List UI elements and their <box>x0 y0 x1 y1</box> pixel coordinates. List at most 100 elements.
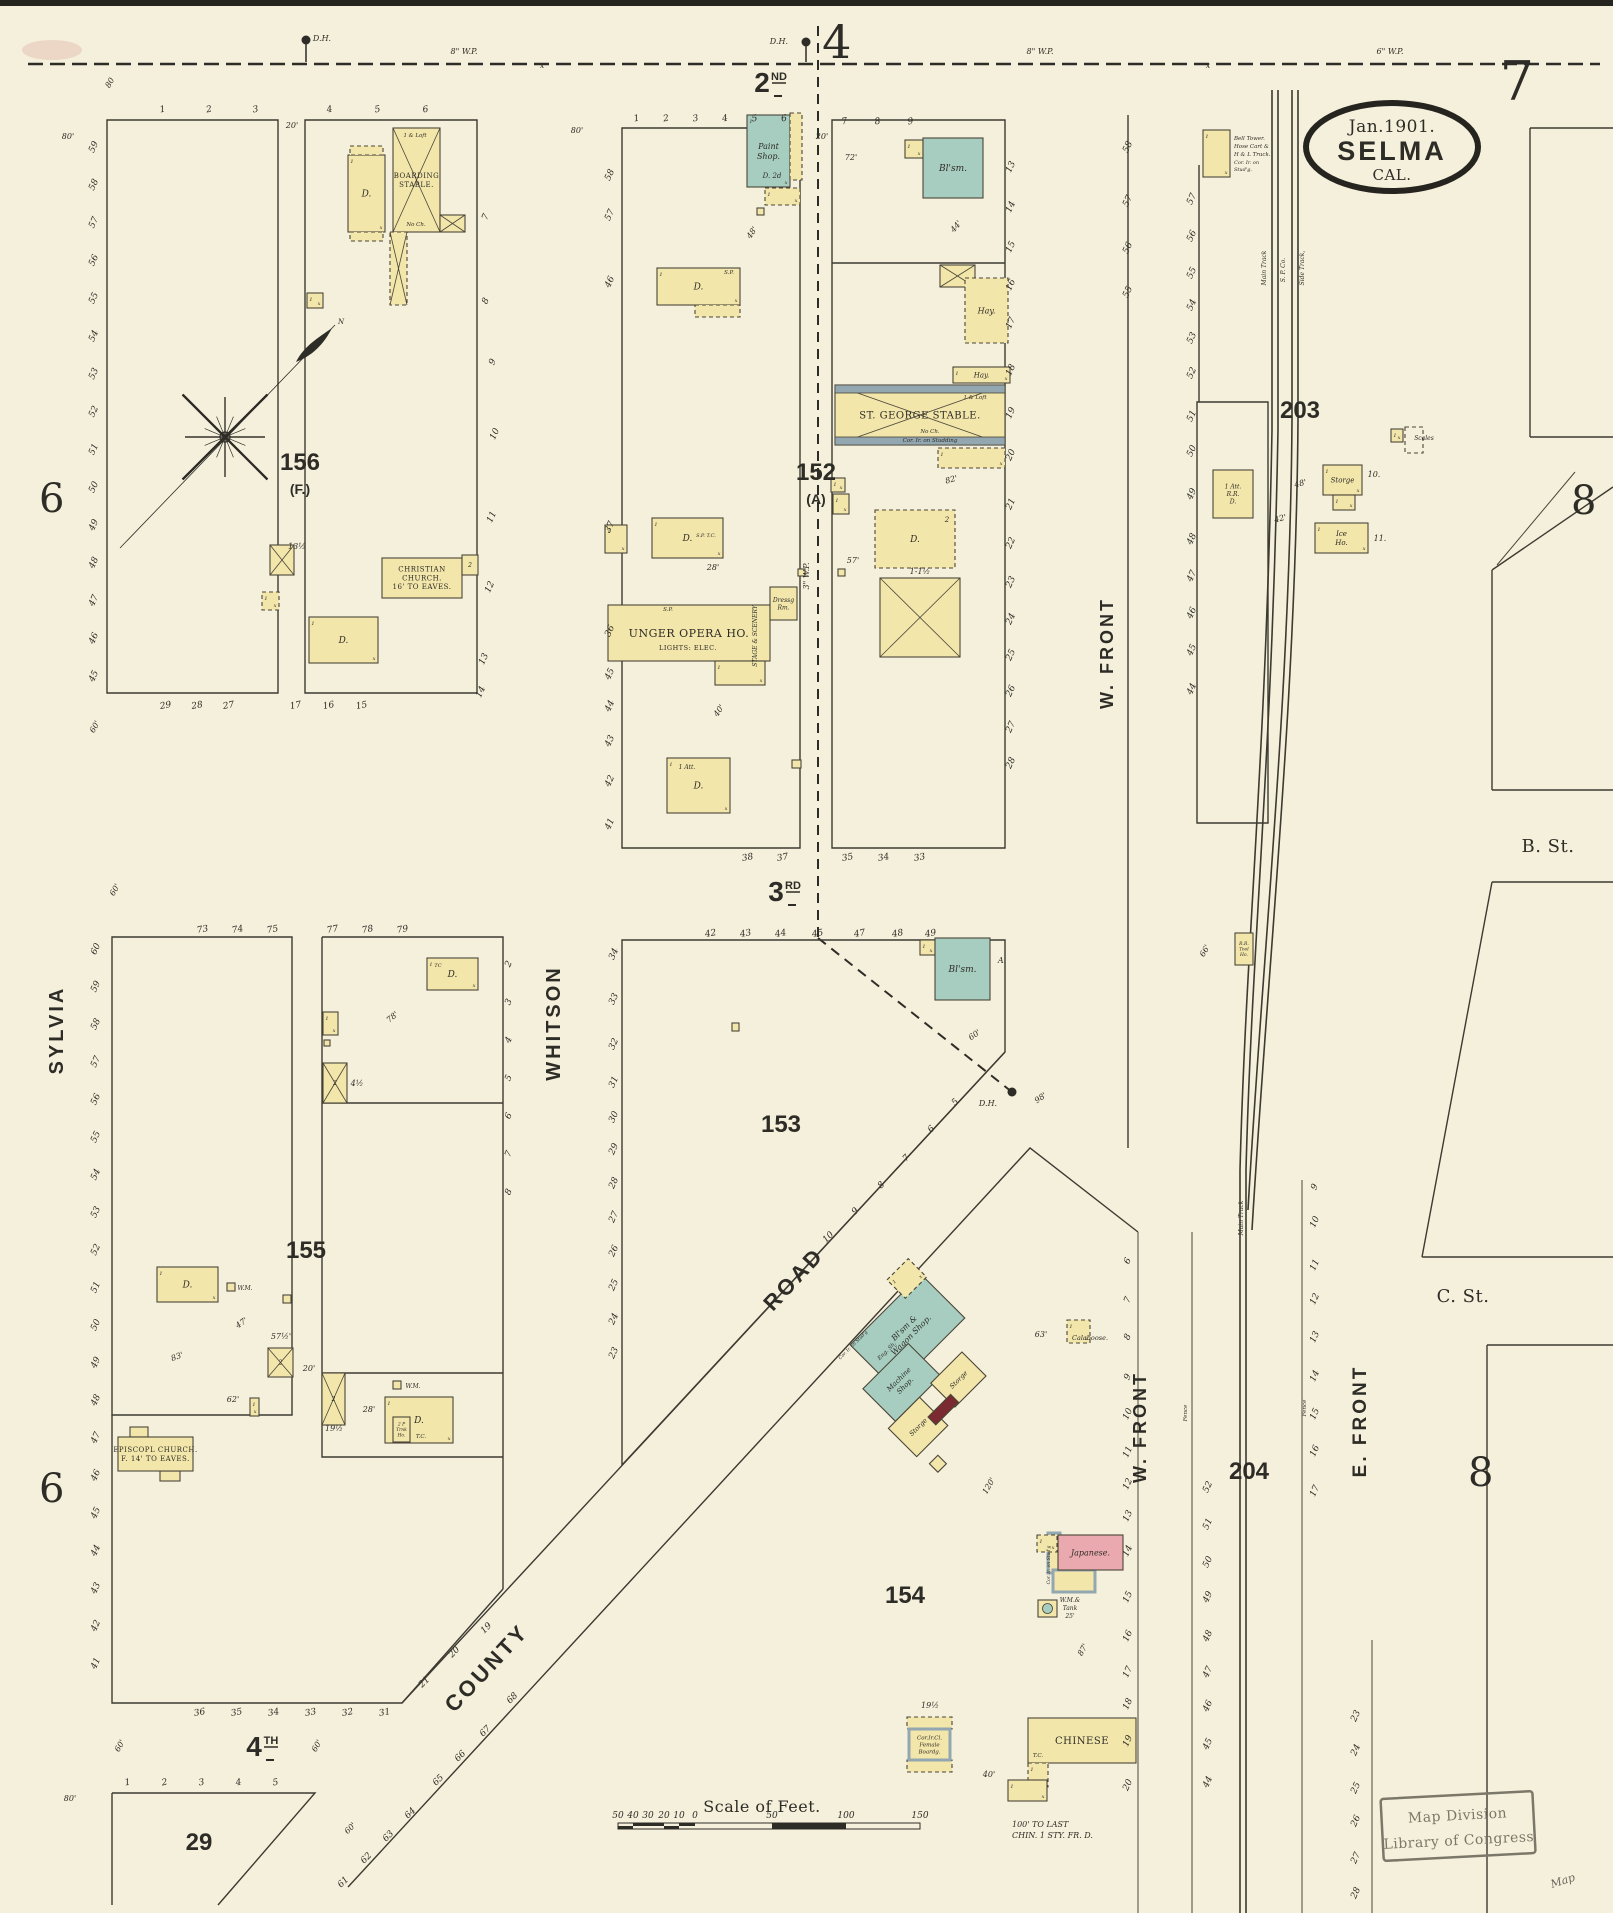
annotation: Fence <box>1302 1399 1308 1417</box>
building-paint-shop- <box>746 114 791 188</box>
annotation: A. <box>997 956 1006 965</box>
county-road-se-edge <box>347 1147 1139 1888</box>
lot-number: 32 <box>341 1707 354 1719</box>
lot-number: 6 <box>1122 1256 1134 1266</box>
lot-number: 5 <box>503 1073 515 1083</box>
lot-number: 57 <box>89 1054 103 1069</box>
lot-number: 26 <box>1349 1814 1363 1830</box>
annotation: x <box>540 61 545 70</box>
building-d- <box>308 616 379 664</box>
story-mark: 1 <box>1069 1324 1072 1330</box>
lot-number: 25 <box>1349 1781 1363 1797</box>
story-mark: 1 <box>749 119 752 125</box>
lot-number: 45 <box>1201 1737 1215 1753</box>
lot-number: 44 <box>89 1543 103 1559</box>
lot-number: 13 <box>1308 1330 1322 1345</box>
annotation: Fence <box>1183 1404 1189 1422</box>
scale-tick-label: 20 <box>657 1811 670 1821</box>
annotation: S. P. Co. <box>1280 258 1287 282</box>
buildings-layer: D.1xBOARDINGSTABLE.1xCHRISTIANCHURCH.16'… <box>113 112 1424 1802</box>
annotation: 28' <box>362 1405 375 1414</box>
lot-number: 6 <box>503 1111 515 1121</box>
story-mark: 1 <box>1317 527 1320 533</box>
annotation: S.P. T.C. <box>696 533 716 539</box>
lot-number: 8 <box>874 117 882 128</box>
lot-number: 58 <box>87 177 101 192</box>
lot-number: 51 <box>89 1280 103 1295</box>
annotation: D.H. <box>769 37 788 46</box>
building-r-r-tool-ho- <box>1234 932 1254 966</box>
building-label: CHINESE <box>1055 1736 1109 1747</box>
window-mark: x <box>318 301 321 307</box>
lot-number: 44 <box>773 928 787 940</box>
story-mark: 1 <box>159 1271 162 1277</box>
lot-number: 1 <box>124 1778 131 1789</box>
building <box>1332 494 1356 511</box>
building-storge <box>930 1351 987 1408</box>
annotation: 82' <box>944 474 958 486</box>
annotation: Scales <box>1414 435 1434 442</box>
lot-number: 64 <box>403 1806 418 1821</box>
block-number-sub: (F.) <box>290 481 310 497</box>
lot-number: 4 <box>325 105 334 116</box>
story-mark: 1 <box>325 1016 328 1022</box>
story-mark: 1 <box>654 522 657 528</box>
annotation: W.M. <box>405 1383 420 1390</box>
building <box>937 447 1006 469</box>
lot-number: 19 <box>1004 406 1018 421</box>
lot-number: 7 <box>503 1149 515 1159</box>
window-mark: x <box>718 551 721 557</box>
window-mark: x <box>1085 1336 1088 1342</box>
window-mark: x <box>795 198 798 204</box>
building-label: 2 P <box>397 1421 406 1427</box>
story-mark: 1 <box>940 452 943 458</box>
lot-number: 42 <box>89 1618 103 1634</box>
title-city: SELMA <box>1337 136 1447 166</box>
building <box>764 187 801 206</box>
annotation: STAGE & SCENERY <box>752 604 759 666</box>
lot-number: 25 <box>607 1278 621 1294</box>
compass-arrowhead <box>296 328 332 362</box>
lot-number: 53 <box>1185 331 1199 346</box>
street-label-w-front: W. FRONT <box>1130 1371 1150 1483</box>
building-label: BOARDING <box>394 172 439 180</box>
window-mark: x <box>274 603 277 609</box>
lot-number: 34 <box>607 947 621 962</box>
building-storge <box>1322 464 1363 496</box>
lot-number: 21 <box>416 1675 432 1691</box>
building-label: D. <box>909 535 920 545</box>
page-8-arrow <box>1496 471 1576 566</box>
building-2 <box>461 554 479 576</box>
lot-number: 9 <box>487 357 499 367</box>
building <box>323 1039 331 1047</box>
building <box>306 292 324 309</box>
annotation: 48' <box>744 225 759 241</box>
lot-number: 46 <box>87 631 101 647</box>
building <box>349 231 384 242</box>
building-label: Hay. <box>973 371 990 379</box>
lot-number: 74 <box>231 924 244 936</box>
annotation: 13½ <box>288 542 306 551</box>
window-mark: x <box>448 1436 451 1442</box>
lot-number: 24 <box>607 1312 621 1328</box>
building-hay- <box>964 277 1009 344</box>
library-stamp: Map Division Library of Congress <box>1379 1789 1537 1863</box>
story-mark: 1 <box>309 297 312 303</box>
annotation: Cor. Ir. on Studding <box>903 438 958 444</box>
double-hydrant-dot <box>1007 1087 1017 1097</box>
lot-number: 55 <box>1121 285 1135 300</box>
adjacent-page-number: 8 <box>1571 478 1597 524</box>
annotation: 80' <box>64 1794 76 1803</box>
lot-number: 12 <box>483 580 497 595</box>
building-d- <box>666 757 731 814</box>
annotation: 66' <box>1198 943 1212 958</box>
lot-number: 35 <box>841 852 854 864</box>
lot-number: 22 <box>1004 536 1018 552</box>
building-label: STABLE. <box>399 181 434 189</box>
annotation: 98' <box>1033 1091 1048 1105</box>
title-oval: Jan.1901. SELMA CAL. <box>1303 100 1481 194</box>
building-d- <box>656 267 741 306</box>
annotation: 78' <box>385 1010 400 1025</box>
lot-number: 11 <box>1308 1258 1322 1273</box>
lot-number: 7 <box>480 212 492 222</box>
